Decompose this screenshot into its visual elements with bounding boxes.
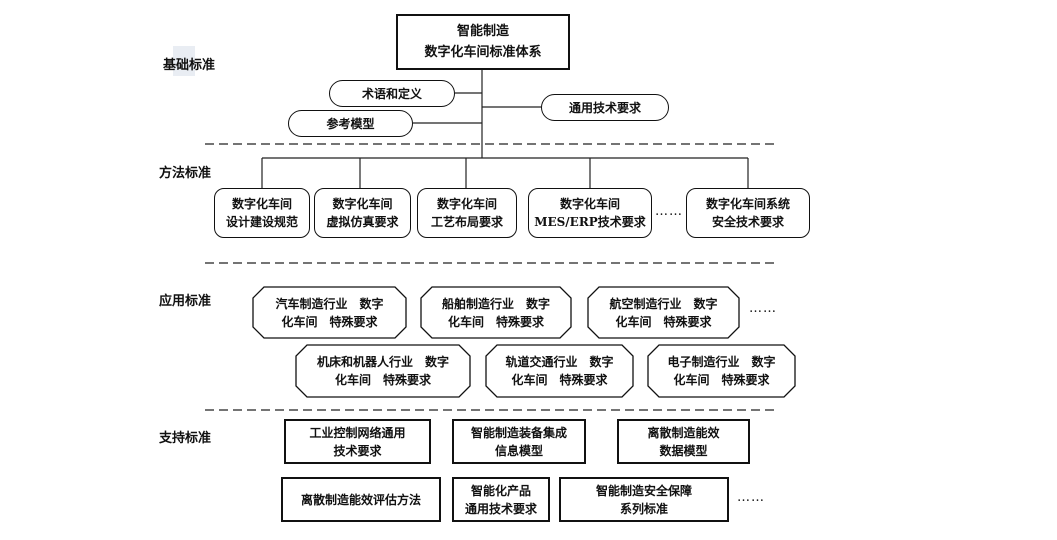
support-item: 智能化产品 通用技术要求 (452, 477, 550, 522)
application-item: 汽车制造行业 数字 化车间 特殊要求 (275, 296, 384, 329)
method-item: 数字化车间 设计建设规范 (214, 188, 310, 238)
section-label-basic: 基础标准 (163, 58, 216, 73)
method-item: 数字化车间 虚拟仿真要求 (314, 188, 411, 238)
method-item: 数字化车间 MES/ERP技术要求 (528, 188, 652, 238)
application-item: 船舶制造行业 数字 化车间 特殊要求 (441, 296, 550, 329)
support-item: 离散制造能效评估方法 (281, 477, 441, 522)
method-ellipsis: …… (655, 204, 683, 219)
application-item: 航空制造行业 数字 化车间 特殊要求 (609, 296, 718, 329)
root-box: 智能制造 数字化车间标准体系 (396, 14, 570, 70)
support-item: 工业控制网络通用 技术要求 (284, 419, 431, 464)
support-item: 离散制造能效 数据模型 (617, 419, 750, 464)
basic-reference-box: 参考模型 (288, 110, 413, 137)
section-label-support: 支持标准 (159, 431, 212, 446)
support-item: 智能制造安全保障 系列标准 (559, 477, 729, 522)
support-ellipsis: …… (737, 490, 765, 505)
section-label-method: 方法标准 (159, 166, 212, 181)
application-ellipsis: …… (749, 301, 777, 316)
support-item: 智能制造装备集成 信息模型 (452, 419, 586, 464)
basic-terms-box: 术语和定义 (329, 80, 455, 107)
method-item: 数字化车间 工艺布局要求 (417, 188, 517, 238)
application-item: 机床和机器人行业 数字 化车间 特殊要求 (316, 355, 449, 387)
application-item: 电子制造行业 数字 化车间 特殊要求 (667, 355, 776, 387)
watermark-mark (173, 46, 195, 76)
section-label-application: 应用标准 (159, 294, 212, 309)
method-item: 数字化车间系统 安全技术要求 (686, 188, 810, 238)
basic-general-box: 通用技术要求 (541, 94, 669, 121)
application-item: 轨道交通行业 数字 化车间 特殊要求 (505, 355, 614, 387)
